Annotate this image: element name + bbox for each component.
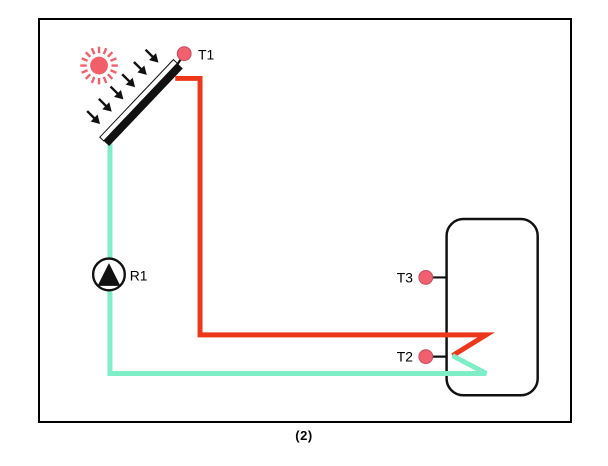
- diagram-canvas: R1 T1 T3 T2: [38, 18, 572, 423]
- solar-collector: [99, 58, 183, 147]
- arrow-down-right-icon: [121, 73, 137, 89]
- sensor-dot-icon: [176, 46, 192, 62]
- arrow-down-right-icon: [144, 48, 160, 64]
- collector-absorber: [103, 63, 183, 147]
- hot-pipe: [175, 75, 495, 358]
- sensor-t1-label: T1: [198, 47, 214, 63]
- pump-label: R1: [130, 267, 148, 283]
- sun-disc: [90, 56, 108, 75]
- arrow-down-right-icon: [132, 60, 148, 77]
- sun-icon: [79, 45, 120, 86]
- arrow-down-right-icon: [97, 97, 113, 113]
- sensor-t1: T1: [174, 46, 215, 69]
- arrow-down-right-icon: [109, 85, 125, 101]
- sensor-t3-label: T3: [397, 269, 413, 285]
- triangle-up-icon: [97, 263, 121, 286]
- sensor-dot-icon: [418, 270, 434, 285]
- pump-r1: R1: [91, 257, 148, 292]
- figure-caption: (2): [295, 428, 313, 443]
- cold-pipe: [107, 140, 488, 376]
- storage-tank: [445, 217, 539, 397]
- sensor-dot-icon: [418, 349, 434, 365]
- sensor-t2-label: T2: [397, 349, 413, 365]
- solar-system-diagram: R1 T1 T3 T2: [79, 45, 539, 397]
- sensor-t2: T2: [397, 349, 448, 365]
- sensor-t3: T3: [397, 269, 448, 285]
- arrow-down-right-icon: [85, 109, 102, 126]
